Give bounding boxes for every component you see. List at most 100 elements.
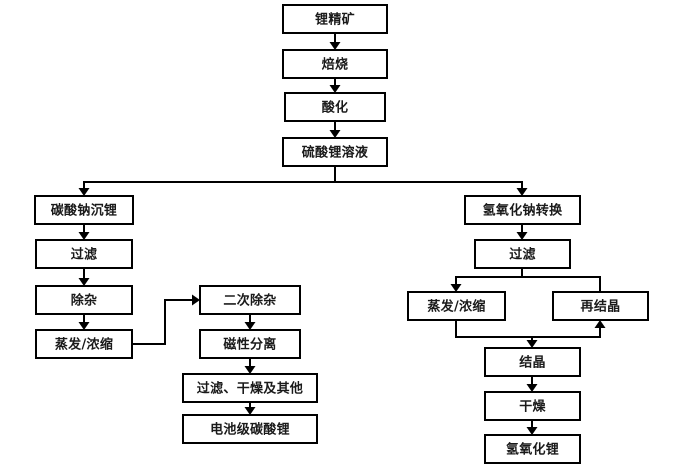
arrow-head-icon [192,294,200,306]
node-box[interactable] [282,4,388,34]
node-label: 碳酸钠沉锂 [51,203,118,219]
node-box[interactable] [182,414,318,444]
flow-node[interactable]: 过滤、干燥及其他 [182,373,318,403]
flow-node[interactable]: 再结晶 [552,291,649,321]
node-box[interactable] [35,239,133,269]
flow-edge [244,402,256,415]
arrow-head-icon [516,232,528,240]
node-box[interactable] [484,434,581,464]
node-label: 过滤、干燥及其他 [197,381,303,397]
node-label: 电池级碳酸锂 [210,422,290,438]
flow-edge [78,268,90,286]
node-label: 干燥 [519,399,546,415]
arrow-head-icon [78,232,90,240]
flow-edge [455,320,538,348]
node-label: 酸化 [322,100,349,116]
node-box[interactable] [199,329,301,359]
node-box[interactable] [552,291,649,321]
node-label: 二次除杂 [223,293,276,309]
arrow-head-icon [78,278,90,286]
nodes-layer: 锂精矿焙烧酸化硫酸锂溶液碳酸钠沉锂过滤除杂蒸发/浓缩二次除杂磁性分离过滤、干燥及… [34,4,649,464]
flow-edge [78,166,336,196]
edge-line-recycle [456,326,601,338]
flow-node[interactable]: 锂精矿 [282,4,388,34]
node-label: 过滤 [509,247,536,263]
flow-node[interactable]: 碳酸钠沉锂 [34,195,134,225]
node-label: 蒸发/浓缩 [55,337,113,353]
flow-edge [334,166,528,196]
edge-line-elbow [132,299,192,345]
node-label: 磁性分离 [223,337,276,353]
flow-node[interactable]: 过滤 [474,239,571,269]
flow-node[interactable]: 蒸发/浓缩 [35,329,133,359]
node-label: 结晶 [519,355,546,371]
flow-edge [244,314,256,330]
node-label: 氢氧化钠转换 [483,203,564,219]
flow-node[interactable]: 焙烧 [282,49,388,79]
arrow-head-icon [244,407,256,415]
arrow-head-icon [526,384,538,392]
node-box[interactable] [35,329,133,359]
node-box[interactable] [282,137,388,167]
edge-line-split-right [334,166,523,190]
arrow-head-icon [329,130,341,138]
flow-edge [78,224,90,240]
node-box[interactable] [474,239,571,269]
node-label: 硫酸锂溶液 [302,145,369,161]
node-box[interactable] [282,49,388,79]
flow-node[interactable]: 氢氧化锂 [484,434,581,464]
node-box[interactable] [34,195,134,225]
flow-edge [329,78,341,93]
node-label: 氢氧化锂 [506,442,559,458]
arrow-head-icon [526,427,538,435]
node-label: 除杂 [71,293,98,309]
node-box[interactable] [284,92,386,122]
flow-edge [526,420,538,435]
flow-edge [244,358,256,374]
arrow-head-icon [594,320,606,328]
arrow-head-icon [516,188,528,196]
flow-node[interactable]: 硫酸锂溶液 [282,137,388,167]
arrow-head-icon [329,42,341,50]
node-label: 过滤 [71,247,98,263]
node-box[interactable] [35,285,133,315]
node-label: 锂精矿 [315,12,355,28]
node-label: 再结晶 [581,299,621,315]
arrow-head-icon [329,85,341,93]
flow-edge [526,376,538,392]
node-box[interactable] [199,285,301,315]
flow-edge [329,33,341,50]
flow-edge [329,121,341,138]
edge-line-split-right [521,268,601,292]
flow-edge [521,268,601,292]
arrow-head-icon [526,340,538,348]
node-box[interactable] [182,373,318,403]
flow-node[interactable]: 二次除杂 [199,285,301,315]
arrow-head-icon [244,366,256,374]
flow-node[interactable]: 氢氧化钠转换 [464,195,581,225]
edge-line-elbow [455,320,533,342]
flow-edge [78,314,90,330]
node-label: 焙烧 [321,57,349,73]
flow-node[interactable]: 结晶 [484,347,581,377]
flow-edge [516,224,528,240]
flow-node[interactable]: 电池级碳酸锂 [182,414,318,444]
node-label: 蒸发/浓缩 [427,299,485,315]
node-box[interactable] [407,291,506,321]
node-box[interactable] [484,347,581,377]
flow-node[interactable]: 过滤 [35,239,133,269]
node-box[interactable] [464,195,581,225]
edge-line-split-left [83,166,336,190]
flow-node[interactable]: 磁性分离 [199,329,301,359]
flow-edge [450,268,523,292]
flow-edge [456,320,606,338]
flow-node[interactable]: 除杂 [35,285,133,315]
node-box[interactable] [484,391,581,421]
flow-node[interactable]: 蒸发/浓缩 [407,291,506,321]
edges-layer [78,33,606,435]
flow-node[interactable]: 干燥 [484,391,581,421]
flow-node[interactable]: 酸化 [284,92,386,122]
arrow-head-icon [244,322,256,330]
